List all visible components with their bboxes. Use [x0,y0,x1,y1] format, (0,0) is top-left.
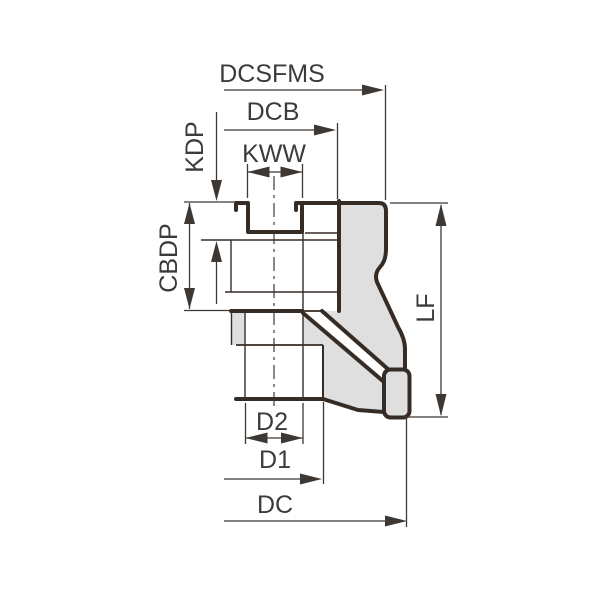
interior-edges [201,232,338,398]
label-cbdp: CBDP [155,223,183,292]
label-dcb: DCB [247,98,300,126]
dimension-dc: DC [224,418,408,527]
cutter-body-fills [231,203,405,413]
dimension-d2: D2 [244,403,304,444]
outline-pocket-lower-diagonal [301,311,386,384]
dimension-kdp: KDP [181,112,222,304]
dimension-d1: D1 [224,402,325,485]
lf-arrow-up [435,204,447,226]
cbdp-arrow-up [184,203,195,224]
cutting-insert [382,367,412,420]
label-kdp: KDP [181,121,209,172]
label-kww: KWW [242,140,306,168]
cutter-body-outline [229,199,412,420]
outline-pocket-upper-diagonal [320,309,391,372]
dcb-arrow-right [314,124,336,136]
label-d2: D2 [256,408,288,436]
body-fill-left-strip [231,311,245,345]
outline-bottom-face [234,397,386,414]
outline-top-and-right-profile [300,201,407,369]
dimension-kww: KWW [242,140,306,198]
cbdp-arrow-down [184,288,195,309]
d2-arrow-right [281,432,303,444]
dimension-dcb: DCB [224,98,339,199]
kdp-arrow-down [211,180,222,201]
label-d1: D1 [259,446,291,474]
dcsfms-arrow-right [362,84,384,96]
lf-arrow-down [435,394,447,416]
d2-arrow-left [245,432,268,444]
kww-arrow-right [280,166,303,178]
label-dc: DC [257,491,293,519]
dimension-cbdp: CBDP [155,201,234,312]
d1-arrow-right [300,473,322,485]
dimension-lf: LF [390,202,448,418]
label-lf: LF [412,293,440,322]
label-dcsfms: DCSFMS [219,60,325,88]
kdp-arrow-up [211,241,222,262]
dimension-dcsfms: DCSFMS [219,60,387,200]
outline-keyway-lips [234,201,304,234]
kww-arrow-left [247,166,270,178]
dc-arrow-right [385,515,407,527]
